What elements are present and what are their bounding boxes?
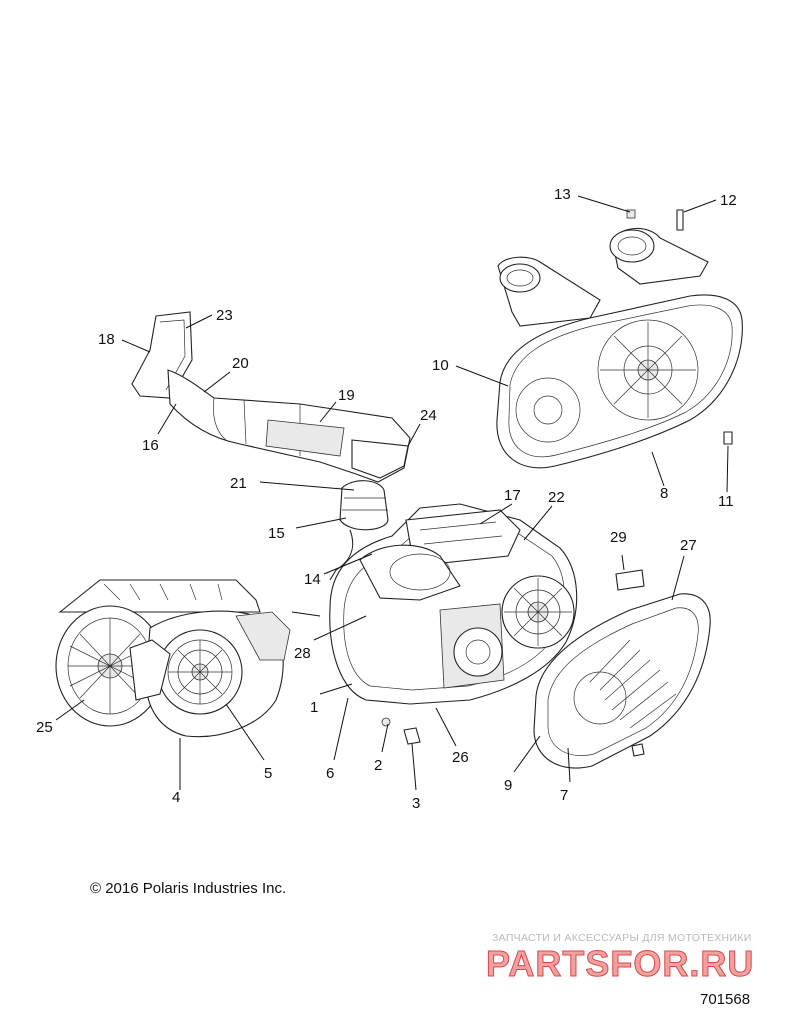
callout-12: 12 — [720, 192, 737, 209]
callout-17: 17 — [504, 487, 521, 504]
clutch-crankcase-assembly — [55, 579, 291, 738]
callout-21: 21 — [230, 475, 247, 492]
callout-19: 19 — [338, 387, 355, 404]
figure-number: 701568 — [700, 991, 751, 1008]
callout-7: 7 — [560, 787, 568, 804]
callout-labels: 13 12 10 8 11 23 18 20 19 16 24 21 15 14… — [36, 186, 737, 812]
callout-20: 20 — [232, 355, 249, 372]
leader-lines — [55, 195, 729, 791]
watermark-caption: ЗАПЧАСТИ И АКСЕССУАРЫ ДЛЯ МОТОТЕХНИКИ — [492, 932, 752, 944]
copyright-notice: © 2016 Polaris Industries Inc. — [90, 880, 287, 897]
callout-3: 3 — [412, 795, 420, 812]
inlet-duct-left — [497, 256, 601, 327]
callout-14: 14 — [304, 571, 321, 588]
warning-decal — [615, 569, 645, 591]
callout-25: 25 — [36, 719, 53, 736]
callout-11: 11 — [718, 493, 734, 510]
callout-18: 18 — [98, 331, 115, 348]
callout-16: 16 — [142, 437, 159, 454]
fasteners-top-right — [626, 209, 733, 445]
callout-15: 15 — [268, 525, 285, 542]
callout-2: 2 — [374, 757, 382, 774]
callout-1: 1 — [310, 699, 318, 716]
small-fasteners-center — [381, 717, 421, 745]
callout-4: 4 — [172, 789, 180, 806]
outer-belt-cover — [533, 593, 711, 769]
callout-26: 26 — [452, 749, 469, 766]
intake-duct-assembly — [131, 311, 411, 483]
callout-22: 22 — [548, 489, 565, 506]
callout-8: 8 — [660, 485, 668, 502]
outlet-duct-right — [609, 227, 709, 285]
callout-10: 10 — [432, 357, 449, 374]
callout-27: 27 — [680, 537, 697, 554]
callout-9: 9 — [504, 777, 512, 794]
callout-13: 13 — [554, 186, 571, 203]
callout-29: 29 — [610, 529, 627, 546]
callout-24: 24 — [420, 407, 437, 424]
inner-clutch-housing — [329, 503, 578, 705]
callout-5: 5 — [264, 765, 272, 782]
outer-clutch-cover — [496, 294, 743, 469]
intake-coupler — [329, 480, 389, 581]
callout-6: 6 — [326, 765, 334, 782]
callout-23: 23 — [216, 307, 233, 324]
callout-28: 28 — [294, 645, 311, 662]
watermark-logo: PARTSFOR.RU — [485, 943, 755, 985]
